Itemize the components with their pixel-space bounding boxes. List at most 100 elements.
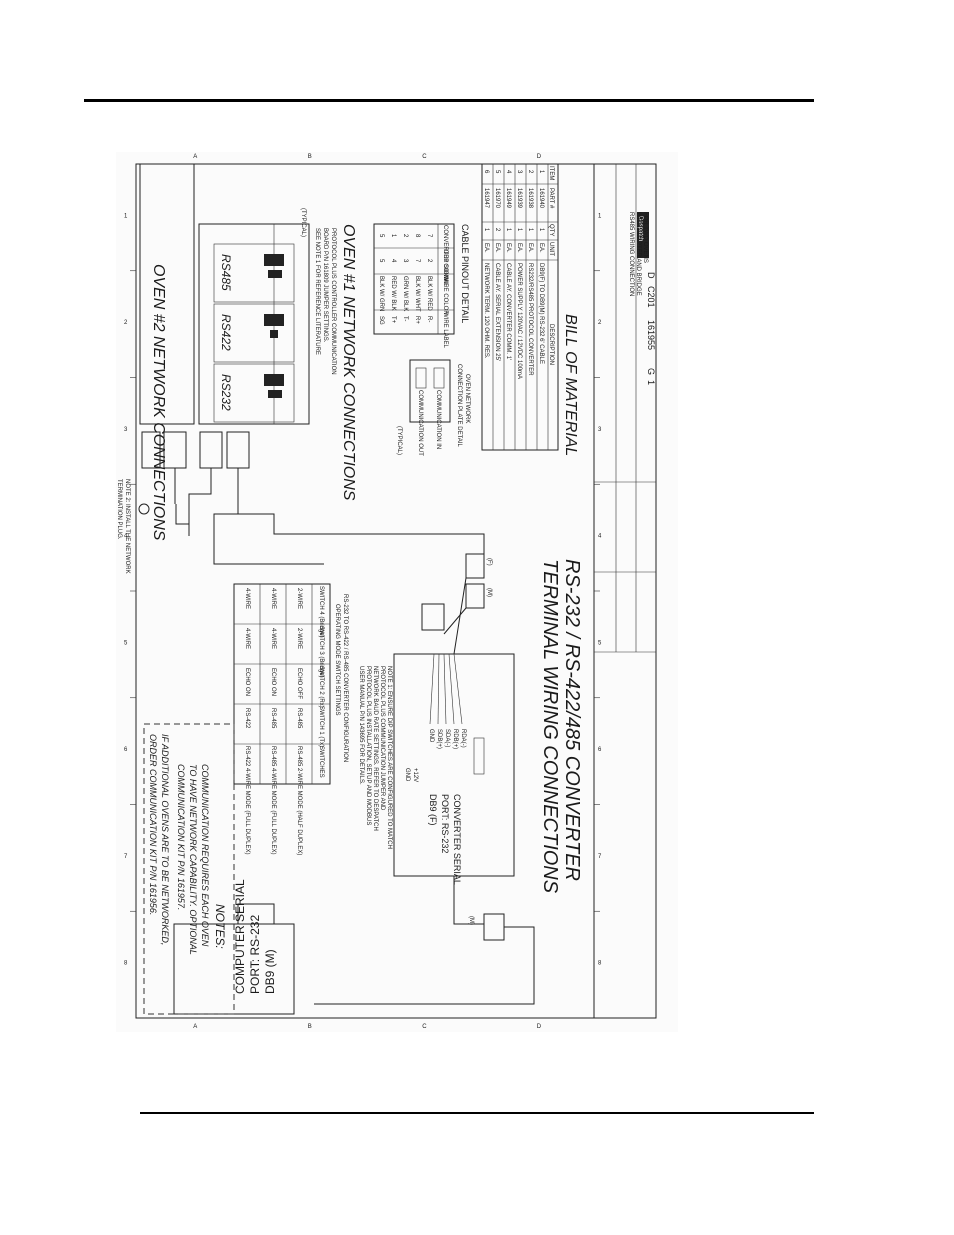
zone-number: 4	[598, 534, 602, 540]
svg-text:RS-232 TO RS-422 / RS-485 CONV: RS-232 TO RS-422 / RS-485 CONVERTER CONF…	[342, 594, 348, 762]
svg-text:DB9 (F): DB9 (F)	[428, 794, 438, 826]
svg-text:8: 8	[414, 234, 420, 238]
svg-text:RS485 WIRING CONNECTION: RS485 WIRING CONNECTION	[628, 212, 634, 296]
svg-text:D: D	[646, 272, 656, 279]
protocol-converter: CONVERTER SERIAL PORT: RS-232 DB9 (F) RD…	[358, 653, 515, 885]
zone-letter: C	[422, 1024, 427, 1030]
svg-text:G: G	[646, 368, 656, 375]
svg-text:DB9 (M): DB9 (M)	[263, 949, 277, 994]
svg-text:C201: C201	[646, 286, 656, 308]
svg-text:SDA(-): SDA(-)	[444, 729, 450, 747]
svg-text:RS-485 2-WIRE MODE (HALF DUPLE: RS-485 2-WIRE MODE (HALF DUPLEX)	[296, 746, 302, 855]
svg-text:PORT: RS-232: PORT: RS-232	[440, 794, 450, 853]
svg-text:4-WIRE: 4-WIRE	[270, 628, 276, 649]
svg-text:TO HAVE NETWORK CAPABILITY. OP: TO HAVE NETWORK CAPABILITY. OPTIONAL	[188, 764, 198, 955]
svg-text:WIRE COLOR: WIRE COLOR	[442, 276, 448, 315]
svg-text:OVEN NETWORK: OVEN NETWORK	[464, 374, 470, 423]
general-notes: NOTES: COMMUNICATION REQUIRES EACH OVEN …	[143, 723, 235, 1015]
svg-text:1: 1	[483, 228, 489, 232]
svg-text:2: 2	[426, 259, 432, 263]
svg-text:RS-485: RS-485	[270, 708, 276, 729]
svg-text:RS-485 4-WIRE MODE (FULL DUPLE: RS-485 4-WIRE MODE (FULL DUPLEX)	[270, 746, 276, 854]
svg-text:161970: 161970	[494, 188, 500, 209]
zone-number: 6	[124, 747, 128, 753]
drawing-title-block: Despatch RS485 WIRING CONNECTION WITH AD…	[593, 163, 657, 1019]
svg-text:PROTOCOL PLUS COMMUNICATION JU: PROTOCOL PLUS COMMUNICATION JUMPER AND	[379, 666, 385, 811]
converter-switch-configuration: RS-232 TO RS-422 / RS-485 CONVERTER CONF…	[233, 583, 348, 855]
zone-number: 4	[124, 534, 128, 540]
zone-letter: B	[308, 1024, 312, 1030]
svg-text:ITEM: ITEM	[548, 166, 554, 180]
zone-letter: A	[193, 1024, 197, 1030]
svg-text:SG: SG	[378, 316, 384, 325]
svg-text:OVEN #1 NETWORK CONNECTIONS: OVEN #1 NETWORK CONNECTIONS	[340, 224, 357, 501]
svg-text:1: 1	[527, 228, 533, 232]
svg-text:1: 1	[646, 380, 656, 385]
zone-number: 2	[598, 320, 602, 326]
svg-text:6: 6	[483, 170, 489, 174]
svg-text:2: 2	[527, 170, 533, 174]
switch-row: RS-485 4-WIRE MODE (FULL DUPLEX)RS-485EC…	[270, 588, 276, 854]
svg-text:NOTE 2: INSTALL THE NETWORK: NOTE 2: INSTALL THE NETWORK	[124, 479, 130, 574]
svg-text:RDA(-): RDA(-)	[460, 729, 466, 748]
svg-text:T+: T+	[390, 316, 396, 324]
svg-text:161949: 161949	[505, 188, 511, 209]
zone-number: 6	[598, 747, 602, 753]
zone-letter: D	[537, 154, 542, 160]
svg-text:NOTES:: NOTES:	[213, 904, 227, 949]
svg-text:UNIT: UNIT	[548, 242, 554, 256]
computer-cable	[314, 926, 535, 1005]
svg-text:SWITCH 4 (Bridge): SWITCH 4 (Bridge)	[318, 586, 324, 638]
svg-text:5: 5	[494, 170, 500, 174]
svg-text:161947: 161947	[483, 188, 489, 209]
svg-text:161940: 161940	[538, 188, 544, 209]
svg-text:NETWORK TERM. 120 OHM. RES.: NETWORK TERM. 120 OHM. RES.	[483, 263, 489, 359]
connection-plate-detail: OVEN NETWORK CONNECTION PLATE DETAIL COM…	[396, 359, 470, 456]
svg-text:ORDER COMMUNICATION KIT P/N 16: ORDER COMMUNICATION KIT P/N 161956.	[148, 734, 158, 915]
svg-text:(TYPICAL): (TYPICAL)	[396, 426, 402, 455]
svg-text:CONVERTER SIGNAL: CONVERTER SIGNAL	[442, 225, 448, 287]
svg-text:4-WIRE: 4-WIRE	[244, 628, 250, 649]
zone-number: 3	[598, 427, 602, 433]
zone-number: 8	[598, 961, 602, 967]
zone-letter: B	[308, 154, 312, 160]
zone-letter: D	[537, 1024, 542, 1030]
bill-of-material: BILL OF MATERIAL ITEM PART # QTY UNIT DE…	[481, 163, 579, 456]
svg-text:1: 1	[538, 228, 544, 232]
svg-text:2-WIRE: 2-WIRE	[296, 588, 302, 609]
svg-text:GRN W/ BLK: GRN W/ BLK	[402, 276, 408, 311]
svg-text:COMPUTER SERIAL: COMPUTER SERIAL	[233, 879, 247, 994]
svg-text:SWITCH 2 (Rx): SWITCH 2 (Rx)	[318, 666, 324, 708]
svg-text:DB9 CONN.: DB9 CONN.	[442, 250, 448, 283]
svg-text:COMMUNICATION REQUIRES EACH OV: COMMUNICATION REQUIRES EACH OVEN	[200, 764, 210, 947]
svg-text:(F): (F)	[486, 558, 492, 566]
svg-text:TERMINATION PLUG.: TERMINATION PLUG.	[116, 479, 122, 540]
svg-text:3: 3	[516, 170, 522, 174]
svg-text:(TYPICAL): (TYPICAL)	[300, 208, 306, 237]
oven1-comm-in-cable	[213, 468, 239, 536]
svg-text:1: 1	[538, 170, 544, 174]
svg-text:CABLE AY. CONVERTER COMM. 1': CABLE AY. CONVERTER COMM. 1'	[505, 263, 511, 360]
svg-text:GND: GND	[428, 729, 434, 743]
svg-text:1: 1	[390, 234, 396, 238]
company-logo: Despatch	[637, 216, 643, 241]
svg-text:4-WIRE: 4-WIRE	[270, 588, 276, 609]
svg-text:161939: 161939	[516, 188, 522, 209]
svg-text:PART #: PART #	[548, 188, 554, 209]
svg-text:SWITCH 1 (Tx): SWITCH 1 (Tx)	[318, 706, 324, 747]
zone-number: 3	[124, 427, 128, 433]
svg-text:T-: T-	[402, 316, 408, 321]
svg-text:5: 5	[378, 259, 384, 263]
svg-text:SDB(+): SDB(+)	[436, 729, 442, 749]
svg-text:QTY: QTY	[548, 224, 554, 236]
bom-heading: BILL OF MATERIAL	[562, 314, 579, 456]
svg-text:RS-485: RS-485	[296, 708, 302, 729]
mode-rs232: RS232	[219, 374, 233, 411]
zone-number: 2	[124, 320, 128, 326]
